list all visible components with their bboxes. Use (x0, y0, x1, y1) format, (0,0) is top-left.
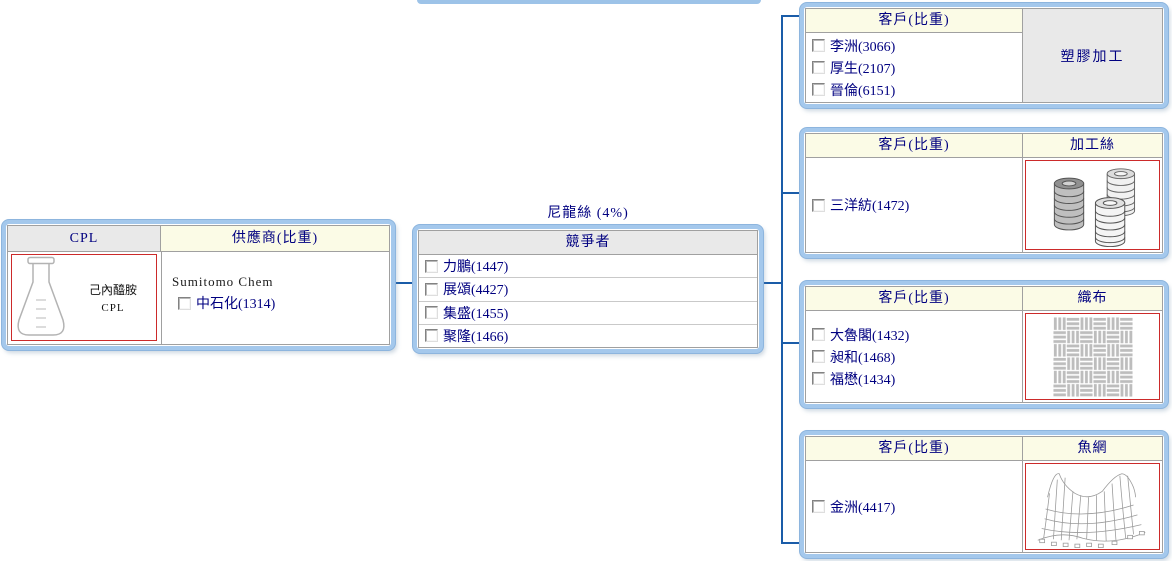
list-item: 厚生(2107) (806, 57, 1022, 79)
checkbox[interactable] (425, 282, 438, 296)
list-item: 聚隆(1466) (419, 325, 757, 347)
category-image-frame (1025, 463, 1160, 550)
customer-header: 客戶(比重) (806, 9, 1022, 33)
supplier-list: Sumitomo Chem 中石化(1314) (162, 252, 389, 344)
company-label: 晉倫(6151) (830, 83, 896, 99)
product-title: 尼龍絲 (4%) (547, 206, 629, 221)
company-label: 展頌(4427) (443, 283, 509, 299)
company-label: 李洲(3066) (830, 39, 896, 55)
customer-panel-yarn: 客戶(比重) 三洋紡(1472) 加工絲 (800, 128, 1168, 258)
competitor-panel: 競爭者 力鵬(1447) 展頌(4427) 集盛(1455) 聚隆(1466) (413, 225, 763, 353)
customer-header: 客戶(比重) (806, 134, 1022, 158)
cpl-chinese-label: 己內醯胺 (88, 283, 137, 297)
cpl-image-cell: 己內醯胺 CPL (8, 252, 162, 344)
category-label: 加工絲 (1023, 134, 1162, 158)
category-image-frame (1025, 313, 1160, 400)
category-image-frame (1025, 160, 1160, 250)
company-label: 厚生(2107) (830, 61, 896, 77)
woven-fabric-icon (1052, 316, 1133, 397)
list-item: 展頌(4427) (419, 278, 757, 302)
customer-header: 客戶(比重) (806, 437, 1022, 461)
checkbox[interactable] (812, 500, 825, 513)
category-label: 塑膠加工 (1060, 49, 1125, 65)
checkbox[interactable] (812, 372, 825, 385)
company-label: 集盛(1455) (443, 306, 509, 322)
list-item: 金洲(4417) (806, 496, 1022, 518)
cpl-header: CPL (8, 226, 161, 252)
checkbox[interactable] (812, 350, 825, 363)
list-item: 福懋(1434) (806, 368, 1022, 390)
company-label: 中石化(1314) (196, 297, 276, 312)
category-label: 魚網 (1023, 437, 1162, 461)
checkbox[interactable] (812, 328, 825, 341)
flask-icon (17, 256, 65, 336)
cpl-image-caption: 己內醯胺 CPL (70, 281, 156, 314)
list-item: 大魯閣(1432) (806, 324, 1022, 346)
checkbox[interactable] (812, 61, 825, 74)
fishing-net-icon (1037, 472, 1146, 548)
list-item: 集盛(1455) (419, 302, 757, 325)
checkbox[interactable] (812, 39, 825, 52)
competitor-header: 競爭者 (419, 231, 757, 255)
checkbox[interactable] (425, 306, 438, 320)
company-label: 力鵬(1447) (443, 260, 509, 276)
checkbox[interactable] (812, 83, 825, 96)
company-label: 大魯閣(1432) (830, 328, 910, 344)
company-label: 聚隆(1466) (443, 329, 509, 345)
list-item: 昶和(1468) (806, 346, 1022, 368)
list-item: 中石化(1314) (172, 293, 389, 313)
cpl-abbr-label: CPL (101, 302, 125, 314)
supplier-note: Sumitomo Chem (172, 274, 274, 289)
checkbox[interactable] (425, 259, 438, 273)
customer-panel-plastic: 客戶(比重) 李洲(3066) 厚生(2107) 晉倫(6151) (800, 3, 1168, 108)
list-item: 三洋紡(1472) (806, 194, 1022, 216)
category-label: 織布 (1023, 287, 1162, 311)
clipped-panel-edge (417, 0, 761, 4)
company-label: 金洲(4417) (830, 500, 896, 516)
supplier-header: 供應商(比重) (161, 226, 389, 252)
customer-panel-fishnet: 客戶(比重) 金洲(4417) 魚網 (800, 431, 1168, 558)
cpl-image-frame: 己內醯胺 CPL (11, 254, 157, 341)
checkbox[interactable] (178, 296, 191, 310)
list-item: 力鵬(1447) (419, 255, 757, 279)
list-item: 晉倫(6151) (806, 79, 1022, 101)
cpl-supplier-panel: CPL 供應商(比重) (2, 220, 395, 350)
company-label: 福懋(1434) (830, 372, 896, 388)
company-label: 昶和(1468) (830, 350, 896, 366)
company-label: 三洋紡(1472) (830, 199, 910, 214)
checkbox[interactable] (812, 198, 825, 212)
yarn-spools-icon (1053, 168, 1136, 248)
list-item: 李洲(3066) (806, 35, 1022, 57)
checkbox[interactable] (425, 329, 438, 343)
customer-panel-weaving: 客戶(比重) 大魯閣(1432) 昶和(1468) 福懋(1434) (800, 281, 1168, 408)
customer-header: 客戶(比重) (806, 287, 1022, 311)
